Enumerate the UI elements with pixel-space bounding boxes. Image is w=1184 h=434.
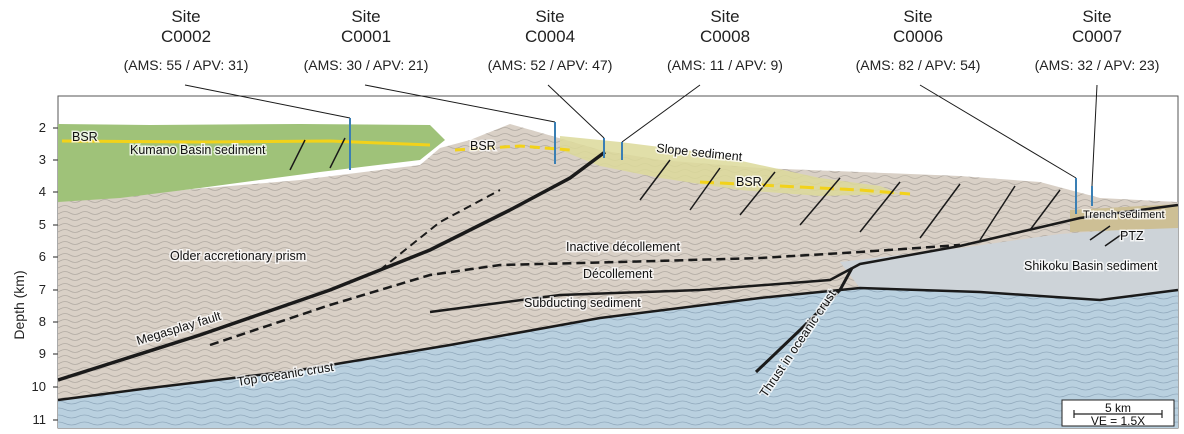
top-oceanic-crust-line [57,286,1179,402]
site-ams-apv: (AMS: 30 / APV: 21) [304,57,429,73]
site-ams-apv: (AMS: 55 / APV: 31) [124,57,249,73]
decollement-line [429,203,1179,314]
site-word: Site [1082,7,1111,26]
site-c0007-header: Site C0007 (AMS: 32 / APV: 23) [1035,7,1160,73]
site-id: C0006 [893,27,943,46]
site-ams-apv: (AMS: 52 / APV: 47) [488,57,613,73]
inactive-decollement-line [209,243,961,347]
prism-texture [58,124,1178,400]
site-word: Site [351,7,380,26]
thrust-in-crust-line [754,267,854,374]
depth-tick: 6 [39,249,46,264]
depth-tick: 8 [39,314,46,329]
site-c0004-header: Site C0004 (AMS: 52 / APV: 47) [488,7,613,73]
site-leaders [184,84,1098,187]
borehole-lines [349,118,1093,214]
seismic-section [57,84,1179,429]
site-headers: Site C0002 (AMS: 55 / APV: 31) Site C000… [124,7,1160,73]
scale-frame [1061,399,1175,427]
crust-texture [58,288,1178,428]
bsr-kumano-line [61,139,431,147]
site-ams-apv: (AMS: 32 / APV: 23) [1035,57,1160,73]
site-c0002-header: Site C0002 (AMS: 55 / APV: 31) [124,7,249,73]
site-word: Site [903,7,932,26]
site-c0008-header: Site C0008 (AMS: 11 / APV: 9) [667,7,783,73]
shikoku-sediment-body [840,226,1178,300]
label-bsr-toe: BSR [736,175,762,189]
site-word: Site [171,7,200,26]
scale-distance: 5 km [1105,401,1131,415]
scale-bar [1073,410,1163,418]
label-subducting-sediment: Subducting sediment [524,296,641,310]
site-c0006-header: Site C0006 (AMS: 82 / APV: 54) [856,7,981,73]
site-word: Site [535,7,564,26]
depth-tick: 3 [39,152,46,167]
label-ptz: PTZ [1120,229,1144,243]
label-kumano-basin-sediment: Kumano Basin sediment [130,143,266,157]
site-c0001-header: Site C0001 (AMS: 30 / APV: 21) [304,7,429,73]
label-bsr-kumano: BSR [72,130,98,144]
depth-tick: 4 [39,184,46,199]
megasplay-fault-line [57,150,607,382]
slope-sediment-body [560,136,900,196]
depth-tick: 10 [32,379,46,394]
depth-tick: 7 [39,282,46,297]
site-id: C0008 [700,27,750,46]
depth-tick: 9 [39,346,46,361]
label-trench-sediment: Trench sediment [1083,209,1165,221]
scale-box: 5 km VE = 1.5X [1061,399,1175,428]
site-id: C0007 [1072,27,1122,46]
scale-vertical-exaggeration: VE = 1.5X [1091,414,1145,428]
label-bsr-slope: BSR [470,139,496,153]
bsr-slope-line [454,144,571,152]
trench-sediment-body [1070,204,1178,232]
kumano-sediment-body [58,124,445,202]
label-decollement: Décollement [583,267,653,281]
depth-tick: 11 [33,412,47,427]
site-ams-apv: (AMS: 82 / APV: 54) [856,57,981,73]
minor-thrusts [289,137,1126,247]
depth-tick-marks [53,127,58,421]
depth-tick: 5 [39,217,46,232]
label-inactive-decollement: Inactive décollement [566,240,680,254]
label-older-accretionary-prism: Older accretionary prism [170,249,306,263]
depth-tick: 2 [39,120,46,135]
site-ams-apv: (AMS: 11 / APV: 9) [667,57,783,73]
splay-branch-line [379,189,501,271]
depth-axis-title: Depth (km) [11,270,27,339]
label-shikoku-basin-sediment: Shikoku Basin sediment [1024,259,1158,273]
site-id: C0001 [341,27,391,46]
site-id: C0002 [161,27,211,46]
depth-axis-ticks: 2 3 4 5 6 7 8 9 10 11 [32,120,46,427]
site-id: C0004 [525,27,575,46]
site-word: Site [710,7,739,26]
bsr-toe-line [699,180,911,196]
